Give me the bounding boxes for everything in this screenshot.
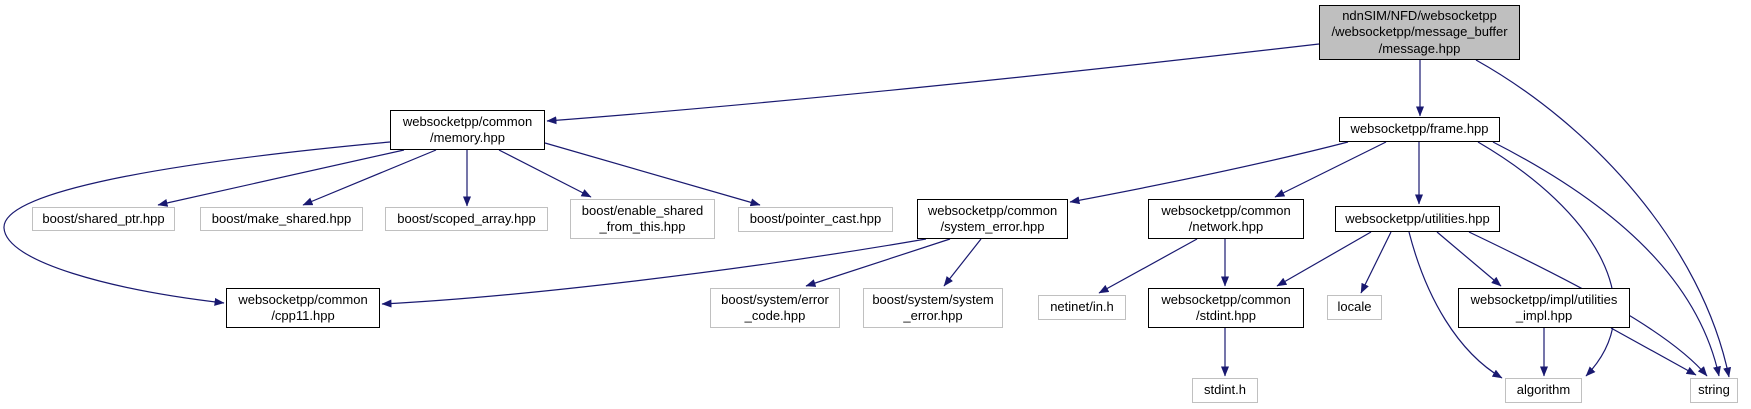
edge-utilities-utilities_impl	[1436, 231, 1502, 287]
node-label-line: locale	[1337, 299, 1372, 315]
edge-frame-network	[1274, 141, 1387, 198]
node-label-line: boost/system/system	[872, 291, 994, 307]
node-label-line: websocketpp/frame.hpp	[1350, 121, 1489, 137]
node-boost_system_error: boost/system/system_error.hpp	[863, 288, 1003, 328]
node-label-line: boost/scoped_array.hpp	[397, 210, 536, 226]
node-label-line: websocketpp/common	[1161, 202, 1291, 218]
node-algorithm: algorithm	[1505, 378, 1582, 403]
edge-memory-pointer_cast	[544, 142, 761, 207]
node-label-line: websocketpp/common	[927, 202, 1058, 218]
node-label-line: _from_this.hpp	[599, 219, 686, 234]
node-system_error_ws[interactable]: websocketpp/common/system_error.hpp	[917, 199, 1068, 239]
node-label-line: _error.hpp	[903, 308, 963, 323]
node-message: ndnSIM/NFD/websocketpp/websocketpp/messa…	[1319, 5, 1520, 60]
edge-frame-algorithm	[1477, 141, 1615, 377]
edge-frame-system_error_ws	[1069, 141, 1349, 205]
node-label-line: string	[1698, 382, 1730, 398]
edge-utilities-algorithm	[1408, 231, 1503, 379]
node-label-line: /memory.hpp	[430, 130, 505, 145]
node-locale: locale	[1327, 295, 1382, 320]
node-label-line: boost/pointer_cast.hpp	[749, 211, 882, 227]
node-stdint_hpp[interactable]: websocketpp/common/stdint.hpp	[1148, 288, 1304, 328]
node-label-line: stdint.h	[1204, 382, 1246, 398]
node-pointer_cast: boost/pointer_cast.hpp	[738, 207, 893, 232]
node-utilities[interactable]: websocketpp/utilities.hpp	[1335, 206, 1500, 232]
edge-memory-shared_ptr	[157, 149, 405, 207]
edge-system_error_ws-boost_system_error	[943, 238, 982, 287]
node-memory[interactable]: websocketpp/common/memory.hpp	[390, 110, 545, 150]
node-label-line: boost/enable_shared	[581, 202, 704, 218]
node-shared_ptr: boost/shared_ptr.hpp	[32, 207, 175, 231]
node-label-line: boost/system/error	[721, 291, 829, 307]
node-label-line: /websocketpp/message_buffer	[1331, 24, 1508, 40]
node-label-line: algorithm	[1516, 382, 1571, 398]
node-enable_shared: boost/enable_shared_from_this.hpp	[570, 199, 715, 239]
node-label-line: /message.hpp	[1378, 40, 1461, 56]
node-label-line: /system_error.hpp	[940, 219, 1045, 234]
node-label-line: websocketpp/impl/utilities	[1470, 291, 1618, 307]
node-label-line: websocketpp/common	[402, 113, 533, 129]
edge-memory-enable_shared	[498, 149, 592, 198]
node-label-line: websocketpp/utilities.hpp	[1345, 210, 1490, 226]
node-label-line: netinet/in.h	[1050, 299, 1114, 315]
edge-frame-string	[1492, 141, 1721, 377]
node-make_shared: boost/make_shared.hpp	[200, 207, 363, 231]
edge-memory-make_shared	[302, 149, 437, 206]
node-label-line: websocketpp/common	[1161, 291, 1291, 307]
node-label-line: ndnSIM/NFD/websocketpp	[1342, 8, 1497, 24]
node-network[interactable]: websocketpp/common/network.hpp	[1148, 199, 1304, 239]
edge-utilities-locale	[1360, 231, 1392, 294]
node-label-line: websocketpp/common	[238, 291, 368, 307]
node-label-line: /network.hpp	[1188, 219, 1264, 234]
node-frame[interactable]: websocketpp/frame.hpp	[1339, 117, 1500, 142]
node-utilities_impl[interactable]: websocketpp/impl/utilities_impl.hpp	[1458, 288, 1630, 328]
node-label-line: /stdint.hpp	[1196, 308, 1256, 323]
node-cpp11[interactable]: websocketpp/common/cpp11.hpp	[226, 288, 380, 328]
edge-memory-cpp11	[3, 141, 391, 306]
node-scoped_array: boost/scoped_array.hpp	[385, 207, 548, 231]
node-label-line: _impl.hpp	[1515, 308, 1573, 323]
edge-utilities-stdint_hpp	[1276, 231, 1372, 287]
node-label-line: boost/make_shared.hpp	[211, 210, 352, 226]
node-stdint_h: stdint.h	[1192, 378, 1258, 403]
node-string: string	[1690, 378, 1738, 403]
edge-message-memory	[546, 43, 1320, 125]
node-label-line: boost/shared_ptr.hpp	[42, 210, 165, 226]
edge-message-string	[1475, 59, 1732, 378]
node-error_code: boost/system/error_code.hpp	[710, 288, 840, 328]
edge-system_error_ws-cpp11	[381, 238, 927, 308]
node-label-line: /cpp11.hpp	[271, 308, 335, 323]
edge-system_error_ws-error_code	[805, 238, 951, 287]
edge-network-netinet	[1098, 238, 1198, 294]
node-label-line: _code.hpp	[744, 308, 806, 323]
node-netinet: netinet/in.h	[1038, 295, 1126, 320]
edge-utilities_impl-string	[1610, 327, 1697, 376]
